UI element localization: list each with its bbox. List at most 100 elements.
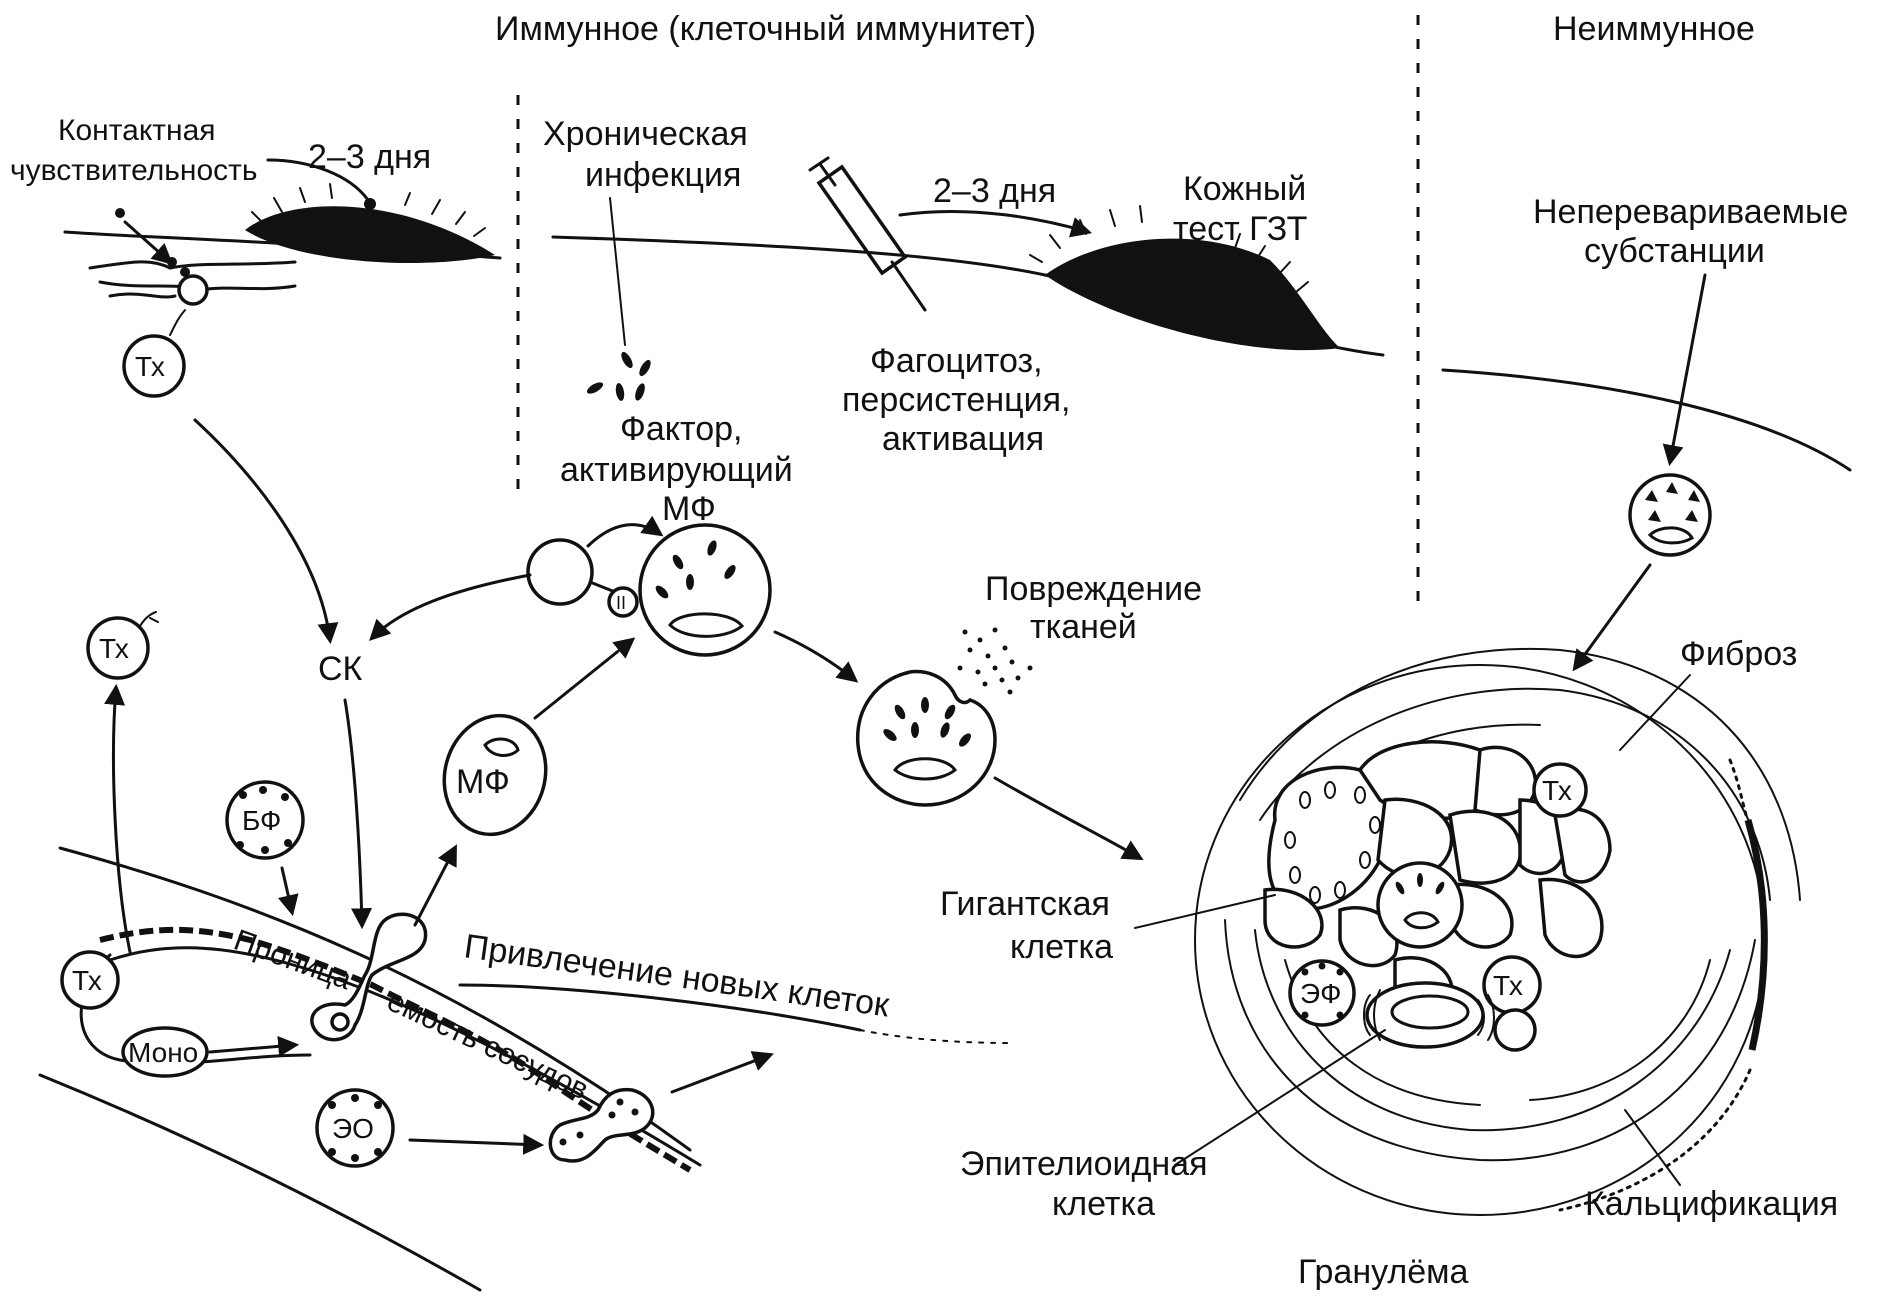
langerhans-dot-2 bbox=[180, 267, 190, 277]
contact-arrow-dot bbox=[364, 198, 376, 210]
chronic-title-1: Хроническая bbox=[543, 115, 748, 153]
calc-pointer bbox=[1624, 1109, 1681, 1186]
tx-effector-receptor bbox=[139, 611, 159, 627]
recruit-dash bbox=[859, 1029, 1011, 1044]
giant-label-1: Гигантская bbox=[940, 885, 1110, 923]
eo-granules bbox=[328, 1094, 382, 1162]
giant-label-2: клетка bbox=[1010, 928, 1113, 966]
recruit-label: Привлечение новых клеток bbox=[462, 927, 893, 1024]
granuloma-panel: Тх Тх ЭФ Фиброз Гигантская клетка Эпител… bbox=[940, 635, 1838, 1291]
granuloma-ef-label: ЭФ bbox=[1300, 978, 1341, 1009]
damage-panel: Повреждение тканей bbox=[855, 570, 1202, 861]
mono-arrow bbox=[208, 1035, 300, 1057]
bf-arrow bbox=[278, 866, 299, 917]
tissue-mf-nucleus bbox=[483, 737, 520, 757]
damage-debris bbox=[957, 627, 1033, 695]
sk-label: СК bbox=[318, 650, 363, 688]
tx-contact-label: Тх bbox=[135, 351, 165, 382]
epithelioid-cell bbox=[1365, 981, 1485, 1049]
activated-mf-granules bbox=[655, 540, 736, 599]
eo-exit-arrow bbox=[670, 1051, 774, 1094]
nonimmune-particles bbox=[1645, 482, 1700, 522]
epithelioid-nucleus bbox=[1390, 994, 1470, 1030]
sk-to-vessel-arrow bbox=[343, 698, 373, 930]
transmigrating-mono bbox=[310, 912, 428, 1042]
calcification-dash bbox=[1558, 1068, 1752, 1212]
granuloma-cell-6 bbox=[1553, 807, 1612, 884]
eo-label: ЭО bbox=[332, 1113, 374, 1144]
substances-2: субстанции bbox=[1584, 232, 1765, 270]
granuloma-mf-nucleus bbox=[1403, 911, 1440, 930]
contact-title-1: Контактная bbox=[58, 114, 216, 147]
tx-vessel-label: Тх bbox=[72, 965, 102, 996]
tx-receptor-contact bbox=[169, 309, 186, 336]
chronic-title-2: инфекция bbox=[585, 156, 741, 194]
mono-cell bbox=[121, 1026, 209, 1078]
chronic-days: 2–3 дня bbox=[933, 172, 1056, 210]
granuloma-title: Гранулёма bbox=[1298, 1253, 1468, 1291]
factor-2: активирующий bbox=[560, 451, 793, 489]
chronic-infection-panel: Хроническая инфекция Фактор, активирующи… bbox=[543, 115, 1385, 528]
antigen-arrow bbox=[123, 220, 174, 265]
th-to-mf-arrow bbox=[586, 515, 664, 548]
bf-label: БФ bbox=[242, 805, 281, 836]
granuloma-tx-top-label: Тх bbox=[1542, 775, 1572, 806]
granuloma-cell-9 bbox=[1448, 882, 1514, 949]
giant-cell-nuclei bbox=[1284, 781, 1381, 904]
phago-3: активация bbox=[882, 420, 1044, 458]
damaged-mf-nucleus bbox=[892, 757, 958, 781]
granuloma-cell-4 bbox=[1448, 809, 1523, 885]
mono-exit-arrow bbox=[413, 844, 457, 927]
eo-cell bbox=[315, 1088, 395, 1168]
phago-2: персистенция, bbox=[842, 381, 1070, 419]
chronic-days-arrow bbox=[898, 210, 1093, 238]
calcification-arc bbox=[1744, 819, 1768, 1051]
fibrosis-pointer bbox=[1619, 674, 1691, 751]
microbes bbox=[586, 351, 651, 401]
vessel-wall-lower bbox=[38, 1073, 482, 1292]
eo-arrow bbox=[408, 1133, 545, 1155]
contact-sensitivity-panel: Контактная чувствительность 2–3 дня Тх bbox=[10, 114, 502, 398]
tx-exit-arrow bbox=[104, 683, 132, 954]
nonimmune-panel: Неперевариваемые субстанции bbox=[1441, 193, 1852, 672]
mhc-ii-receptor bbox=[607, 586, 639, 618]
transmigrating-eo bbox=[548, 1087, 655, 1163]
epith-label-1: Эпителиоидная bbox=[960, 1145, 1207, 1183]
granuloma-ef-cell bbox=[1288, 959, 1356, 1027]
epithelioid-striations bbox=[1363, 989, 1495, 1041]
phago-1: Фагоцитоз, bbox=[870, 342, 1043, 380]
nonimmune-to-granuloma-arrow bbox=[1572, 563, 1652, 672]
damage-to-granuloma-arrow bbox=[993, 776, 1144, 861]
calc-label: Кальцификация bbox=[1585, 1185, 1838, 1223]
granuloma-cell-7 bbox=[1263, 887, 1324, 949]
substances-arrow bbox=[1662, 273, 1707, 467]
th-to-sk-arrow bbox=[369, 573, 532, 641]
syringe-icon bbox=[808, 156, 927, 312]
mhc-receptor-contact bbox=[177, 274, 209, 306]
tissue-macrophage bbox=[442, 713, 548, 837]
granuloma-tx-bottom-label: Тх bbox=[1493, 970, 1523, 1001]
header-nonimmune: Неиммунное bbox=[1553, 10, 1755, 48]
damage-1: Повреждение bbox=[985, 570, 1202, 608]
tx-vessel-cell bbox=[60, 950, 120, 1010]
factor-1: Фактор, bbox=[620, 410, 742, 448]
granuloma-cell-10 bbox=[1538, 877, 1604, 958]
damaged-mf-granules bbox=[883, 697, 971, 747]
langerhans-dot-1 bbox=[167, 257, 177, 267]
tx-effector-cell bbox=[86, 616, 150, 680]
contact-days-arrow bbox=[266, 158, 370, 202]
contact-lesion-rays bbox=[251, 183, 486, 237]
activated-mf-nucleus bbox=[668, 612, 745, 638]
granuloma-ef-granules bbox=[1301, 962, 1344, 1019]
skin-test-lesion bbox=[1045, 238, 1340, 351]
epith-label-2: клетка bbox=[1052, 1185, 1155, 1223]
skin-test-1: Кожный bbox=[1183, 170, 1306, 208]
contact-lesion bbox=[245, 206, 495, 263]
activation-panel: II СК bbox=[193, 418, 859, 930]
header-immune: Иммунное (клеточный иммунитет) bbox=[495, 10, 1036, 48]
skin-test-rays bbox=[1029, 205, 1309, 293]
vessel-wall-outer bbox=[58, 846, 692, 1152]
mono-label: Моно bbox=[128, 1037, 198, 1068]
damaged-macrophage bbox=[855, 669, 997, 807]
